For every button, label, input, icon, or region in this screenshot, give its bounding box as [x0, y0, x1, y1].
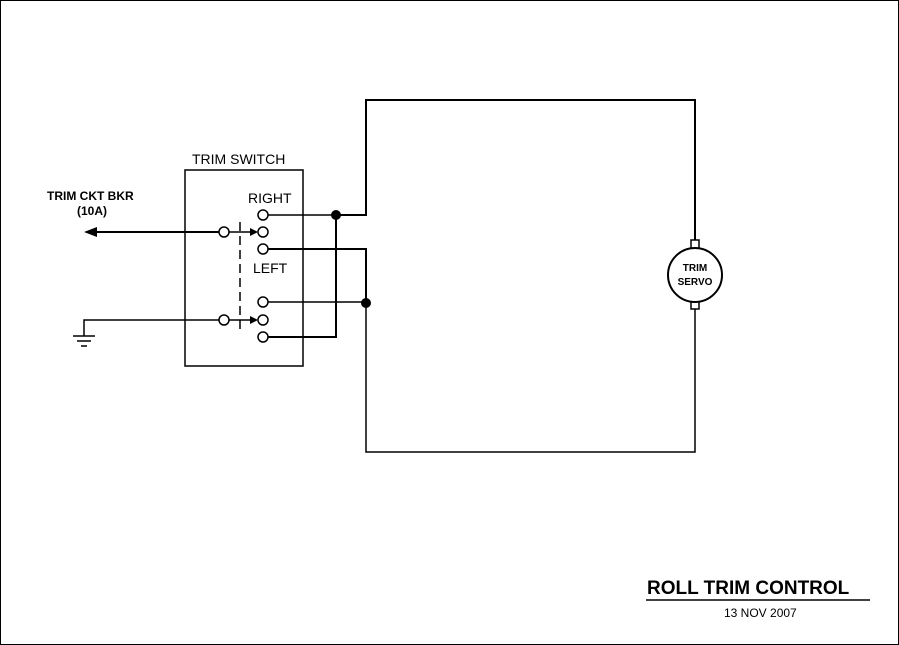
- arrow-left-icon: [84, 227, 97, 237]
- breaker-label-line1: TRIM CKT BKR: [47, 189, 134, 203]
- diagram-title: ROLL TRIM CONTROL: [647, 578, 850, 599]
- trim-servo-motor: TRIM SERVO: [667, 239, 723, 310]
- diagram-date: 13 NOV 2007: [724, 606, 797, 620]
- wiring: [268, 99, 696, 453]
- right-label: RIGHT: [248, 190, 292, 206]
- trim-switch-box: [184, 169, 304, 367]
- junction-dot: [361, 298, 371, 308]
- ground-icon: [73, 335, 95, 347]
- breaker-label-line2: (10A): [77, 204, 107, 218]
- switch-pole-upper: [218, 209, 269, 255]
- switch-pole-lower: [218, 296, 269, 343]
- left-label: LEFT: [253, 260, 288, 276]
- servo-label-line1: TRIM: [683, 263, 707, 274]
- junction-dot: [331, 210, 341, 220]
- breaker-feed-wire: [84, 227, 219, 237]
- ground-wire: [83, 319, 219, 336]
- trim-switch-title: TRIM SWITCH: [192, 151, 285, 167]
- servo-label-line2: SERVO: [678, 277, 713, 288]
